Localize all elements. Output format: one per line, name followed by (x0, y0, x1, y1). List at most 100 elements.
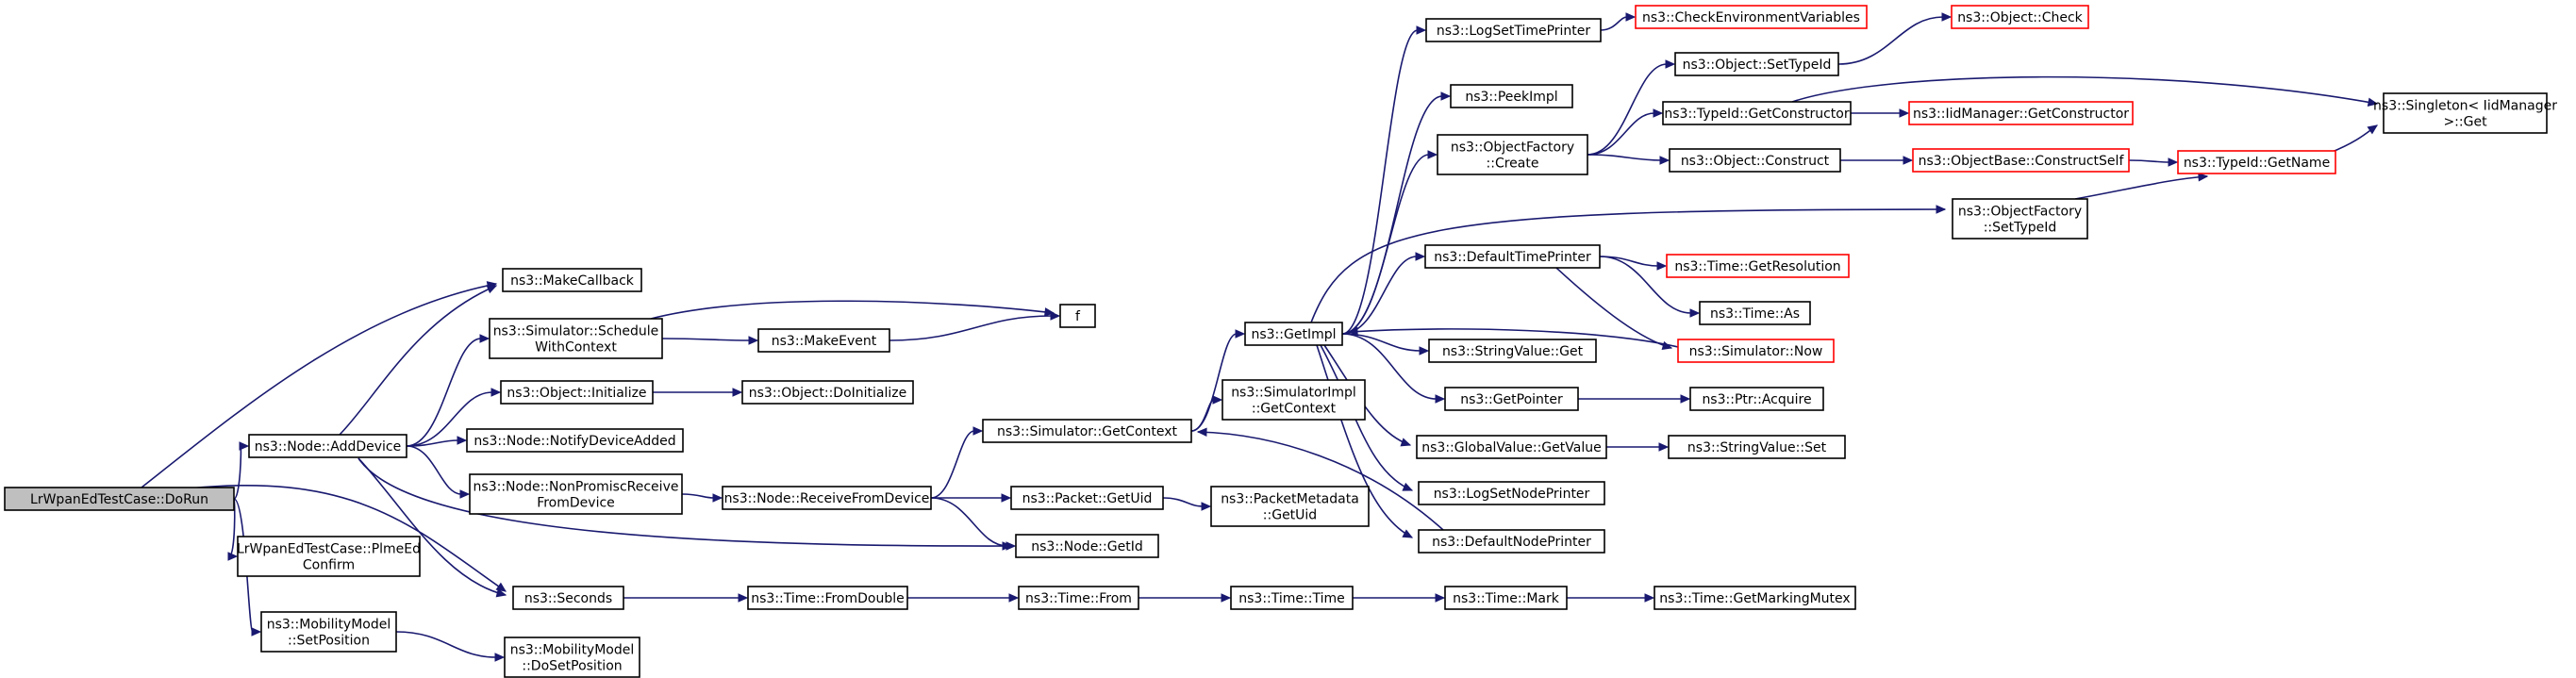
edge-line (233, 445, 242, 500)
edge-line (1599, 256, 1692, 314)
node-makecallback[interactable]: ns3::MakeCallback (502, 268, 642, 292)
arrowhead-icon (1936, 205, 1947, 214)
node-ofcreate[interactable]: ns3::ObjectFactory::Create (1437, 134, 1588, 175)
edge-line (395, 631, 497, 658)
node-singleton[interactable]: ns3::Singleton< IidManager>::Get (2373, 92, 2557, 134)
node-simimplctx[interactable]: ns3::SimulatorImpl::GetContext (1222, 379, 1366, 421)
arrowhead-icon (1659, 156, 1670, 165)
node-label: ::DoSetPosition (522, 659, 622, 674)
node-label: ns3::Object::Initialize (507, 386, 646, 401)
node-construct[interactable]: ns3::Object::Construct (1669, 148, 1841, 173)
node-adddevice[interactable]: ns3::Node::AddDevice (248, 434, 407, 458)
node-objcheck[interactable]: ns3::Object::Check (1951, 5, 2089, 29)
arrowhead-icon (1903, 156, 1914, 165)
node-svget[interactable]: ns3::StringValue::Get (1428, 339, 1597, 363)
node-label: ns3::Node::GetId (1031, 539, 1142, 554)
node-from[interactable]: ns3::Time::From (1018, 586, 1139, 610)
edge-mark-to-getmutex (1567, 593, 1655, 603)
node-logsetnp[interactable]: ns3::LogSetNodePrinter (1418, 481, 1605, 505)
edge-line (406, 338, 482, 447)
edge-recvfrom-to-pktuid (931, 493, 1012, 503)
node-gvget[interactable]: ns3::GlobalValue::GetValue (1416, 435, 1607, 459)
node-notify[interactable]: ns3::Node::NotifyDeviceAdded (466, 428, 684, 453)
node-label: ns3::DefaultTimePrinter (1434, 250, 1591, 265)
node-objinit[interactable]: ns3::Object::Initialize (500, 380, 654, 405)
node-as[interactable]: ns3::Time::As (1699, 301, 1811, 325)
node-fromdouble[interactable]: ns3::Time::FromDouble (747, 586, 908, 610)
node-box (489, 318, 663, 359)
node-constructself[interactable]: ns3::ObjectBase::ConstructSelf (1912, 148, 2130, 173)
node-getctor[interactable]: ns3::TypeId::GetConstructor (1662, 101, 1852, 125)
node-nodegetid[interactable]: ns3::Node::GetId (1015, 534, 1159, 558)
node-label: ns3::Object::DoInitialize (749, 386, 906, 401)
node-doinit[interactable]: ns3::Object::DoInitialize (741, 380, 914, 405)
node-seconds[interactable]: ns3::Seconds (512, 586, 624, 610)
node-time[interactable]: ns3::Time::Time (1230, 586, 1354, 610)
node-label: ns3::Object::SetTypeId (1683, 58, 1832, 73)
node-label: ::SetTypeId (1984, 221, 2057, 236)
node-ofsettypeid[interactable]: ns3::ObjectFactory::SetTypeId (1952, 198, 2088, 240)
node-setpos[interactable]: ns3::MobilityModel::SetPosition (260, 611, 397, 653)
node-peekimpl[interactable]: ns3::PeekImpl (1450, 84, 1573, 108)
edge-line (1320, 344, 1413, 491)
node-label: ns3::Node::NotifyDeviceAdded (474, 434, 675, 449)
node-svset[interactable]: ns3::StringValue::Set (1668, 435, 1846, 459)
edge-getcontext-to-simimplctx (1190, 395, 1223, 432)
node-mark[interactable]: ns3::Time::Mark (1444, 586, 1568, 610)
edge-line (406, 391, 493, 447)
node-getptr[interactable]: ns3::GetPointer (1444, 387, 1579, 411)
node-dorun[interactable]: LrWpanEdTestCase::DoRun (4, 487, 235, 511)
arrowhead-icon (1415, 252, 1426, 261)
node-checkenv[interactable]: ns3::CheckEnvironmentVariables (1635, 5, 1868, 29)
edge-line (1341, 29, 1419, 335)
node-label: ns3::ObjectBase::ConstructSelf (1919, 154, 2125, 169)
edge-logsettp-to-checkenv (1600, 12, 1637, 31)
node-deftp[interactable]: ns3::DefaultTimePrinter (1424, 244, 1601, 269)
arrowhead-icon (1658, 442, 1670, 452)
node-recvfrom[interactable]: ns3::Node::ReceiveFromDevice (722, 486, 932, 510)
edge-line (1190, 399, 1215, 432)
arrowhead-icon (1221, 593, 1232, 603)
node-getmutex[interactable]: ns3::Time::GetMarkingMutex (1654, 586, 1856, 610)
node-f[interactable]: f (1059, 304, 1096, 328)
node-pmuid[interactable]: ns3::PacketMetadata::GetUid (1210, 486, 1370, 527)
edge-makeevent-to-f (889, 311, 1061, 341)
node-box (1015, 534, 1159, 558)
edge-setpos-to-dosetpos (395, 631, 506, 662)
node-label: WithContext (535, 340, 617, 356)
edge-line (406, 445, 462, 495)
node-getres[interactable]: ns3::Time::GetResolution (1666, 254, 1850, 278)
arrowhead-icon (1680, 394, 1691, 404)
node-box (1654, 586, 1856, 610)
node-label: ::SetPosition (288, 634, 370, 649)
edge-line (661, 338, 751, 341)
edge-line (1348, 328, 1679, 348)
node-label: LrWpanEdTestCase::DoRun (30, 492, 208, 507)
edge-line (930, 497, 1008, 547)
node-acquire[interactable]: ns3::Ptr::Acquire (1689, 387, 1824, 411)
node-label: ns3::Ptr::Acquire (1702, 392, 1811, 407)
edge-adddevice-to-seconds (357, 457, 507, 598)
node-settypeid[interactable]: ns3::Object::SetTypeId (1674, 52, 1839, 76)
node-getimpl[interactable]: ns3::GetImpl (1244, 322, 1343, 346)
arrowhead-icon (738, 593, 749, 603)
node-makeevent[interactable]: ns3::MakeEvent (757, 328, 890, 353)
node-getname[interactable]: ns3::TypeId::GetName (2177, 150, 2336, 174)
node-label: ns3::MakeCallback (510, 273, 635, 289)
edge-line (1837, 16, 1944, 65)
node-pktuid[interactable]: ns3::Packet::GetUid (1010, 486, 1164, 510)
edge-line (889, 315, 1053, 341)
node-now[interactable]: ns3::Simulator::Now (1677, 339, 1835, 363)
node-dosetpos[interactable]: ns3::MobilityModel::DoSetPosition (504, 637, 640, 678)
node-defnp[interactable]: ns3::DefaultNodePrinter (1418, 529, 1605, 554)
node-iidctor[interactable]: ns3::IidManager::GetConstructor (1908, 101, 2134, 125)
edge-getimpl-to-ofcreate (1341, 150, 1438, 335)
node-getcontext[interactable]: ns3::Simulator::GetContext (982, 419, 1192, 443)
arrowhead-icon (1899, 108, 1910, 118)
node-box (502, 268, 642, 292)
node-logsettp[interactable]: ns3::LogSetTimePrinter (1425, 18, 1602, 42)
node-label: ns3::Packet::GetUid (1022, 491, 1153, 506)
